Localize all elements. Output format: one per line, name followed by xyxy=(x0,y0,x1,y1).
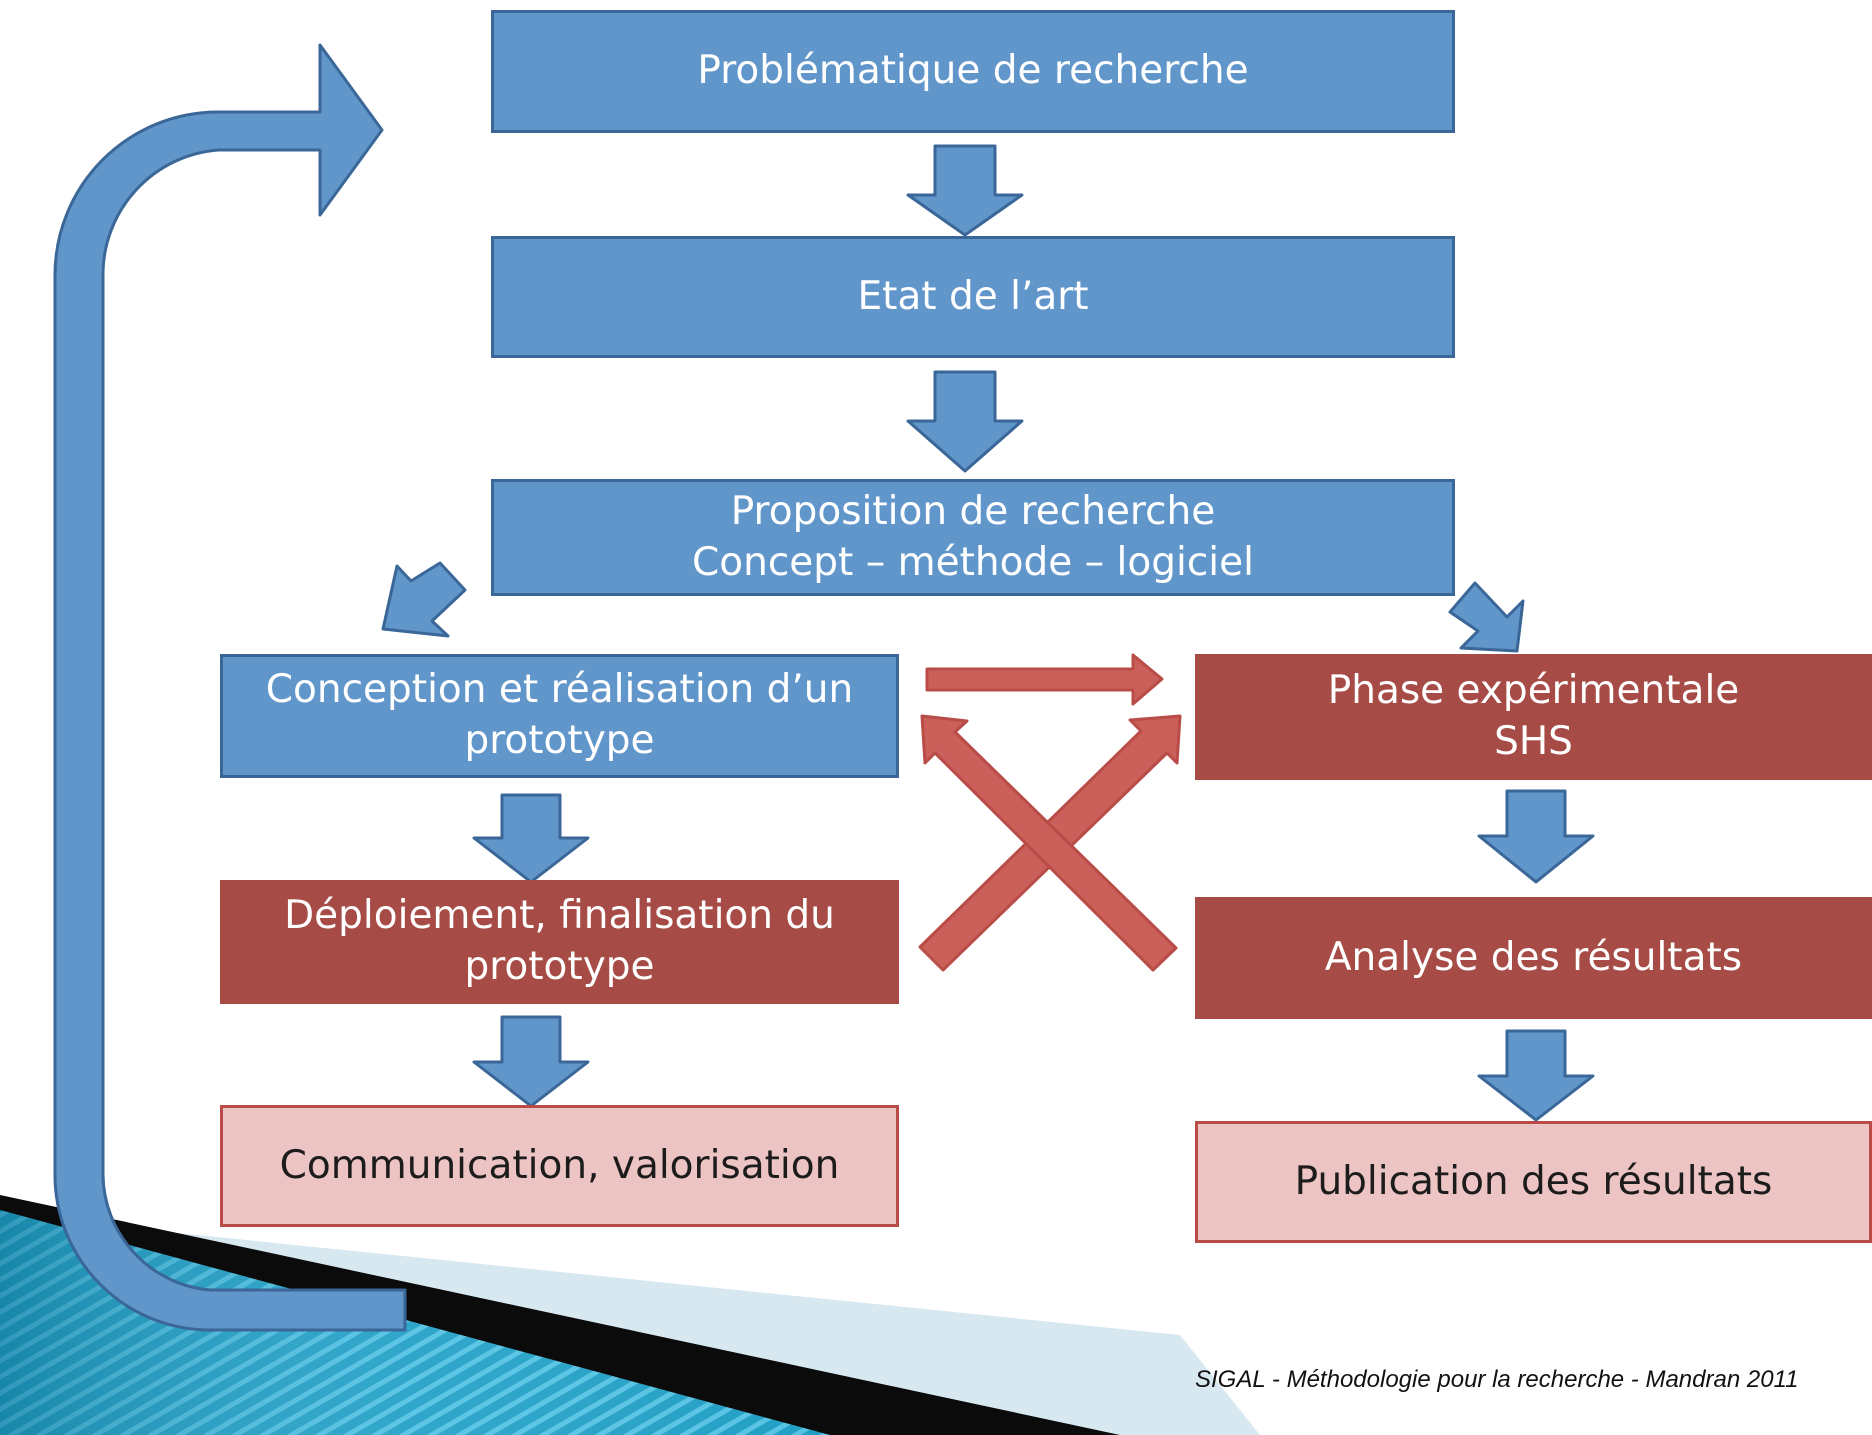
arrow-down-analyse-publication xyxy=(1477,1029,1595,1122)
box-deploiement: Déploiement, finalisation du prototype xyxy=(220,880,899,1004)
wedge-shade-decoration xyxy=(0,1210,830,1435)
box-phase-line1: Phase expérimentale xyxy=(1327,668,1740,714)
box-communication-label: Communication, valorisation xyxy=(279,1142,840,1188)
box-proposition-line1: Proposition de recherche xyxy=(730,488,1216,534)
box-problematique: Problématique de recherche xyxy=(491,10,1455,133)
box-proposition-line2: Concept – méthode – logiciel xyxy=(692,539,1254,585)
box-deploiement-line1: Déploiement, finalisation du xyxy=(284,893,835,939)
box-proposition: Proposition de recherche Concept – métho… xyxy=(491,479,1455,596)
box-conception: Conception et réalisation d’un prototype xyxy=(220,654,899,778)
box-phase-line2: SHS xyxy=(1494,719,1573,764)
dark-band-decoration xyxy=(0,1195,1120,1435)
box-communication: Communication, valorisation xyxy=(220,1105,899,1227)
box-deploiement-line2: prototype xyxy=(464,944,655,989)
feedback-loop-arrow xyxy=(53,43,407,1332)
box-analyse: Analyse des résultats xyxy=(1195,897,1872,1019)
box-publication: Publication des résultats xyxy=(1195,1121,1872,1243)
arrow-diag-proposition-conception xyxy=(381,561,467,638)
arrow-conception-to-phase xyxy=(925,653,1164,706)
arrow-down-phase-analyse xyxy=(1477,789,1595,884)
arrow-diag-proposition-phase xyxy=(1448,581,1525,653)
arrow-down-etat-proposition xyxy=(906,370,1024,473)
footer-credit: SIGAL - Méthodologie pour la recherche -… xyxy=(1195,1366,1799,1393)
box-publication-label: Publication des résultats xyxy=(1294,1158,1773,1204)
arrow-down-deploiement-communication xyxy=(472,1015,590,1108)
box-conception-line2: prototype xyxy=(464,718,655,763)
arrow-down-conception-deploiement xyxy=(472,793,590,884)
box-analyse-label: Analyse des résultats xyxy=(1324,934,1743,980)
box-etat-art: Etat de l’art xyxy=(491,236,1455,358)
arrow-analyse-to-conception xyxy=(920,714,1178,972)
box-phase-experimentale: Phase expérimentale SHS xyxy=(1195,654,1872,780)
arrow-down-problematique-etat xyxy=(906,144,1024,237)
box-problematique-label: Problématique de recherche xyxy=(697,48,1249,94)
box-conception-line1: Conception et réalisation d’un xyxy=(265,667,854,713)
box-etat-art-label: Etat de l’art xyxy=(857,273,1089,319)
